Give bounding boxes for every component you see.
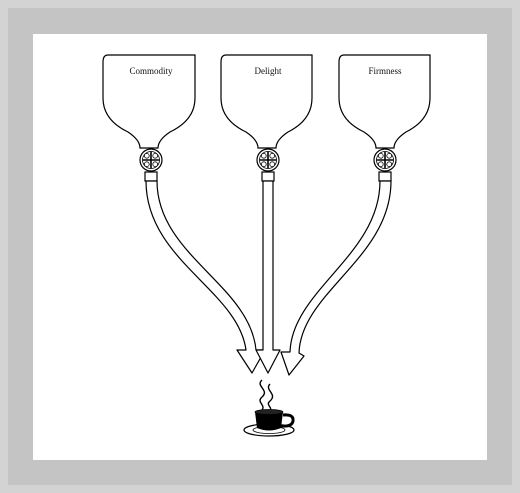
funnel-label-delight: Delight: [255, 66, 282, 76]
valve-icon: [140, 149, 162, 171]
valve-icon: [374, 149, 396, 171]
funnel-delight: Delight: [221, 55, 312, 181]
funnel-label-commodity: Commodity: [129, 66, 173, 76]
pipe-firmness: [281, 181, 391, 375]
funnel-firmness: Firmness: [339, 55, 430, 181]
valve-icon: [257, 149, 279, 171]
steam-icon: [260, 380, 273, 411]
pipe-commodity: [146, 181, 265, 373]
pipe-delight: [256, 181, 280, 373]
funnel-label-firmness: Firmness: [368, 66, 402, 76]
coffee-cup-icon: [244, 410, 294, 437]
funnel-commodity: Commodity: [103, 55, 195, 181]
